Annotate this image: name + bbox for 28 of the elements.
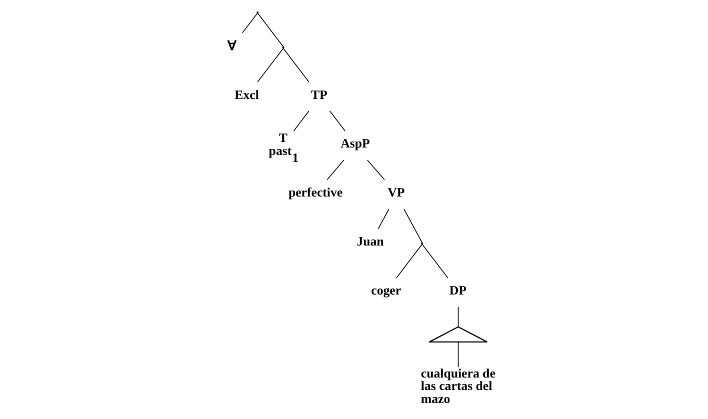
node-text: Excl <box>234 88 258 102</box>
node-text: ∀ <box>226 38 236 53</box>
node-point <box>256 11 258 14</box>
connector <box>241 12 258 34</box>
connector <box>377 208 389 230</box>
connector <box>256 48 284 82</box>
node-triangle <box>428 326 488 343</box>
connector <box>292 110 309 132</box>
connector <box>366 160 384 180</box>
node-text: VP <box>387 186 404 200</box>
connector <box>457 306 458 328</box>
connector <box>421 244 448 278</box>
node-point <box>282 46 284 48</box>
node-text: cualquiera de las cartas del mazo <box>420 366 495 406</box>
connector <box>396 244 422 278</box>
node-text: AspP <box>340 136 370 151</box>
connector <box>457 342 458 368</box>
node-text: DP <box>448 284 466 298</box>
connector <box>402 208 422 243</box>
node-text: TP <box>310 88 327 102</box>
connector <box>282 48 309 82</box>
connector <box>328 110 345 132</box>
node-point <box>420 242 423 244</box>
node-text: Juan <box>356 234 384 249</box>
connector <box>256 12 284 48</box>
node-text: perfective <box>288 186 342 200</box>
connector <box>326 160 344 180</box>
node-text: coger <box>370 284 401 298</box>
